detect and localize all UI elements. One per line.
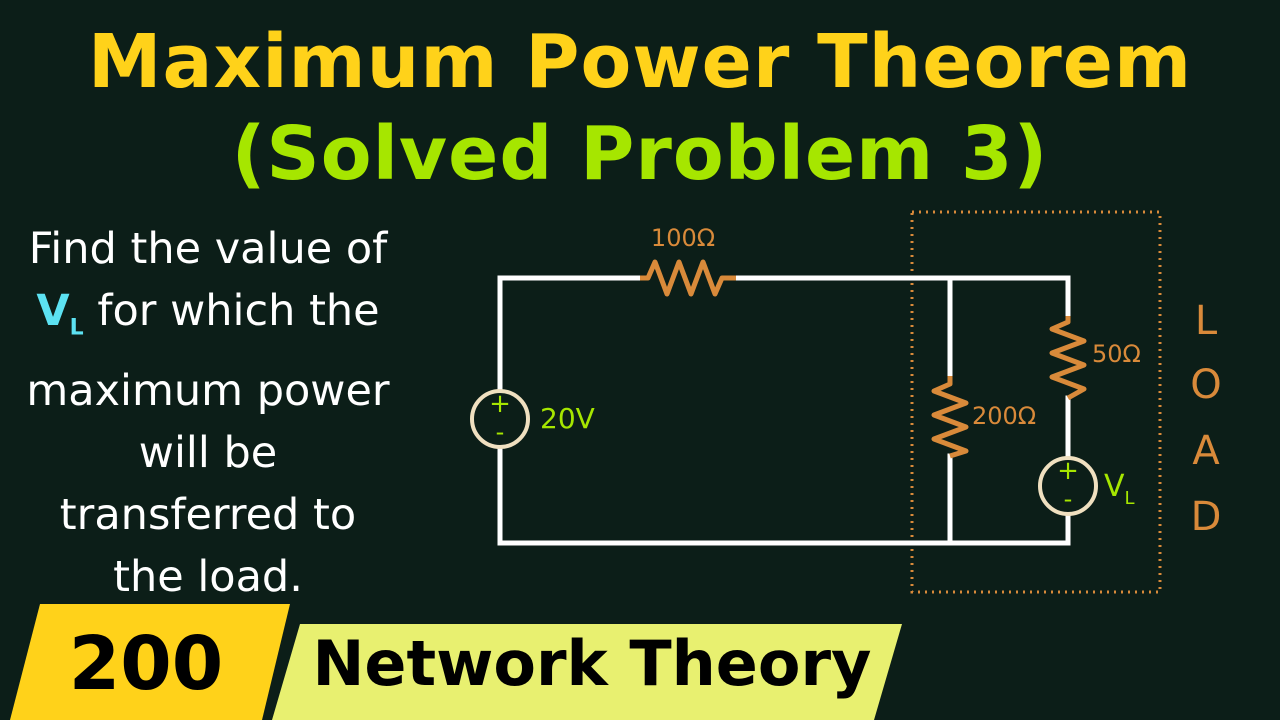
problem-line-6: the load. — [113, 551, 303, 602]
voltage-source-20v-icon: + - — [470, 389, 530, 449]
problem-line-5: transferred to — [59, 489, 357, 540]
source-vl-label: VL — [1104, 469, 1135, 509]
banner-number-bg — [10, 604, 290, 720]
banner-series-bg — [272, 624, 902, 720]
problem-line-1: Find the value of — [28, 224, 388, 274]
source-20v-minus: - — [496, 418, 505, 446]
load-letter-o: O — [1190, 362, 1221, 408]
load-letter-l: L — [1195, 298, 1218, 344]
resistor-200-label: 200Ω — [972, 402, 1036, 430]
wires — [497, 275, 1071, 546]
resistor-200-icon — [931, 376, 969, 459]
wire-top — [733, 275, 1071, 319]
problem-line-2: VL for which the — [36, 286, 380, 341]
series-title: Network Theory — [312, 627, 872, 700]
source-vl-plus: + — [1057, 456, 1079, 486]
video-number: 200 — [68, 621, 224, 707]
title-line-2: (Solved Problem 3) — [231, 111, 1049, 197]
voltage-source-vl-icon: + - — [1038, 456, 1098, 516]
wire-left-top — [497, 275, 643, 395]
load-letter-d: D — [1191, 494, 1222, 540]
source-20v-label: 20V — [540, 402, 595, 435]
vl-variable: VL — [36, 286, 84, 341]
resistor-100-icon — [640, 259, 736, 297]
resistor-50-icon — [1049, 316, 1087, 401]
load-letter-a: A — [1192, 428, 1220, 474]
source-20v-plus: + — [489, 389, 511, 419]
load-boundary-box — [910, 210, 1162, 594]
source-vl-minus: - — [1064, 485, 1073, 513]
problem-line-4: will be — [138, 427, 278, 478]
wire-bottom — [497, 443, 1071, 546]
title-line-1: Maximum Power Theorem — [87, 19, 1193, 105]
problem-line-3: maximum power — [26, 365, 390, 416]
resistor-50-label: 50Ω — [1092, 340, 1141, 368]
problem-statement: Find the value of VL for which the maxim… — [18, 218, 398, 608]
resistor-100-label: 100Ω — [651, 224, 715, 252]
